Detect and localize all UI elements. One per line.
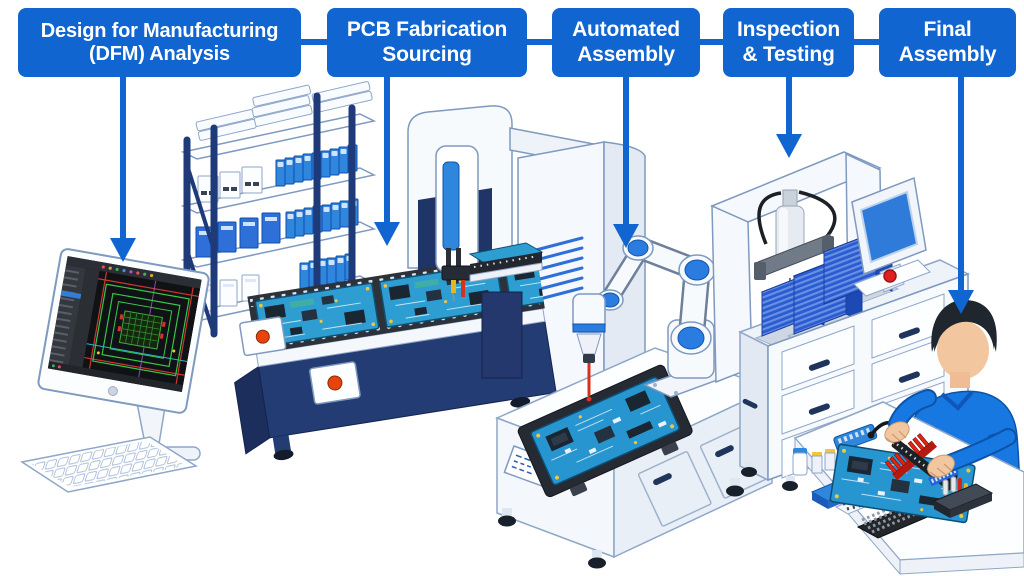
technician-face	[937, 321, 989, 379]
toolbar-icons	[101, 265, 154, 278]
flow-connectors	[301, 39, 879, 45]
stage-label-pcb-fabrication-sourcing: PCB Fabrication Sourcing	[327, 8, 527, 77]
inspection-monitor	[851, 176, 931, 297]
end-effector	[572, 293, 606, 402]
camera-sensor	[754, 189, 837, 302]
fabrication-machine	[234, 105, 646, 461]
arrow-to-inspection	[776, 70, 802, 158]
stage-label-inspection-testing: Inspection & Testing	[723, 8, 854, 77]
keyboard	[20, 436, 198, 493]
arrow-to-final	[948, 70, 974, 314]
pcb-work-tray	[517, 364, 693, 498]
cad-workstation	[20, 248, 210, 493]
technician-hair	[931, 300, 997, 352]
arrow-to-sourcing	[374, 70, 400, 246]
cabinet-door	[637, 451, 712, 527]
stage-label-final-assembly: Final Assembly	[879, 8, 1016, 77]
stage-label-automated-assembly: Automated Assembly	[552, 8, 700, 77]
arrow-to-assembly	[613, 70, 639, 248]
flow-arrows	[110, 70, 974, 314]
output-tray	[468, 242, 544, 379]
arrow-to-dfm	[110, 70, 136, 262]
conveyor-corner-block	[239, 316, 361, 405]
dispense-head	[435, 145, 479, 302]
pin-block	[932, 476, 994, 518]
cad-layout	[82, 270, 201, 386]
robot-joints	[596, 235, 716, 355]
desk-right-edge	[899, 552, 1024, 575]
final-assembly-scene	[792, 300, 1024, 576]
technician-arms	[884, 389, 1017, 479]
stage-label-dfm-analysis: Design for Manufacturing (DFM) Analysis	[18, 8, 301, 77]
housing-vents	[534, 236, 584, 302]
monitor-chin-dot	[107, 386, 118, 397]
table-feet	[498, 478, 744, 569]
cad-monitor	[37, 248, 210, 414]
emergency-stop-button	[883, 269, 897, 283]
